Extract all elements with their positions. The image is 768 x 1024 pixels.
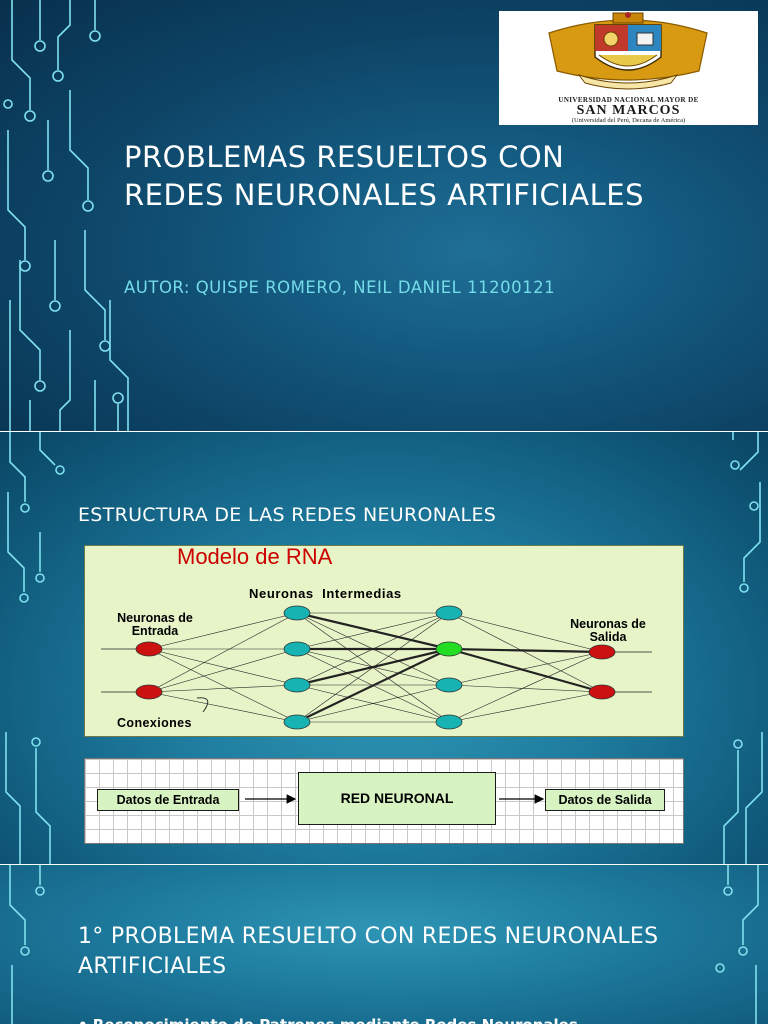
active-connection-line	[296, 648, 450, 723]
flow-network-node: RED NEURONAL	[298, 772, 496, 825]
label-input-line-2: Entrada	[131, 624, 179, 638]
author-line: AUTOR: QUISPE ROMERO, NEIL DANIEL 112001…	[124, 278, 556, 297]
connection-line	[296, 684, 450, 723]
connection-line	[448, 651, 603, 723]
hidden-neuron	[435, 714, 463, 730]
circuit-decoration-right-3	[715, 865, 759, 1024]
flow-input-node: Datos de Entrada	[97, 789, 239, 811]
presentation-title: PROBLEMAS RESUELTOS CON REDES NEURONALES…	[124, 138, 684, 214]
connection-line	[448, 612, 603, 693]
problem-heading: 1° PROBLEMA RESUELTO CON REDES NEURONALE…	[78, 922, 738, 982]
connection-line	[448, 684, 603, 693]
circuit-decoration-left	[3, 0, 129, 432]
university-logo: UNIVERSIDAD NACIONAL MAYOR DE SAN MARCOS…	[499, 11, 758, 125]
active-connection-line	[296, 611, 450, 651]
output-neuron	[588, 684, 616, 700]
flow-output-node: Datos de Salida	[545, 789, 665, 811]
circuit-decoration-right-2	[723, 432, 763, 865]
connection-line	[448, 651, 603, 686]
rna-network-graphic	[101, 605, 652, 730]
data-flow-diagram: Datos de Entrada RED NEURONAL Datos de S…	[84, 758, 684, 844]
connection-line	[148, 612, 298, 650]
active-connection-line	[448, 647, 603, 654]
label-output-line-1: Neuronas de	[570, 617, 646, 631]
hidden-neuron	[283, 605, 311, 621]
problem-heading-line-1: 1° PROBLEMA RESUELTO CON REDES NEURONALE…	[78, 924, 659, 949]
title-slide: UNIVERSIDAD NACIONAL MAYOR DE SAN MARCOS…	[0, 0, 768, 432]
connections-pointer	[196, 697, 209, 713]
logo-university-subtitle: (Universidad del Perú, Decana de América…	[571, 117, 686, 124]
connection-line	[148, 684, 298, 693]
label-input-line-1: Neuronas de	[117, 611, 193, 625]
section-heading: ESTRUCTURA DE LAS REDES NEURONALES	[78, 504, 497, 526]
title-line-1: PROBLEMAS RESUELTOS CON	[124, 140, 565, 174]
hidden-neuron	[435, 677, 463, 693]
problem-heading-line-2: ARTIFICIALES	[78, 954, 227, 979]
hidden-neuron	[283, 714, 311, 730]
connection-line	[148, 691, 298, 723]
active-connection-line	[296, 647, 450, 687]
structure-slide: ESTRUCTURA DE LAS REDES NEURONALES Model…	[0, 432, 768, 865]
input-neuron	[135, 684, 163, 700]
output-neuron	[588, 644, 616, 660]
connection-line	[148, 612, 298, 693]
connection-line	[448, 612, 603, 653]
connection-line	[148, 648, 298, 693]
circuit-decoration-left-3	[9, 865, 45, 1024]
logo-university-line: UNIVERSIDAD NACIONAL MAYOR DE	[558, 96, 699, 104]
rna-title: Modelo de RNA	[177, 544, 333, 569]
hidden-neuron	[435, 605, 463, 621]
label-connections: Conexiones	[117, 716, 192, 730]
active-connection-line	[448, 647, 603, 694]
active-neuron	[435, 641, 463, 657]
label-intermediate-neurons: Neuronas Intermedias	[249, 586, 402, 601]
connection-line	[448, 691, 603, 723]
university-crest-icon	[548, 12, 708, 90]
flow-arrows	[245, 794, 545, 804]
input-neuron	[135, 641, 163, 657]
problem-slide: 1° PROBLEMA RESUELTO CON REDES NEURONALE…	[0, 865, 768, 1024]
connection-line	[148, 648, 298, 686]
rna-model-diagram: Modelo de RNA Neuronas Intermedias Neuro…	[84, 544, 684, 737]
logo-university-name: SAN MARCOS	[576, 103, 681, 118]
label-output-neurons: Neuronas de Salida	[533, 618, 683, 644]
label-input-neurons: Neuronas de Entrada	[89, 612, 221, 638]
circuit-decoration-left-2	[5, 432, 65, 865]
title-line-2: REDES NEURONALES ARTIFICIALES	[124, 178, 645, 212]
connection-line	[148, 648, 298, 723]
label-output-line-2: Salida	[589, 630, 627, 644]
hidden-neuron	[283, 677, 311, 693]
hidden-neuron	[283, 641, 311, 657]
problem-bullet: • Reconocimiento de Patrones mediante Re…	[78, 1016, 738, 1024]
